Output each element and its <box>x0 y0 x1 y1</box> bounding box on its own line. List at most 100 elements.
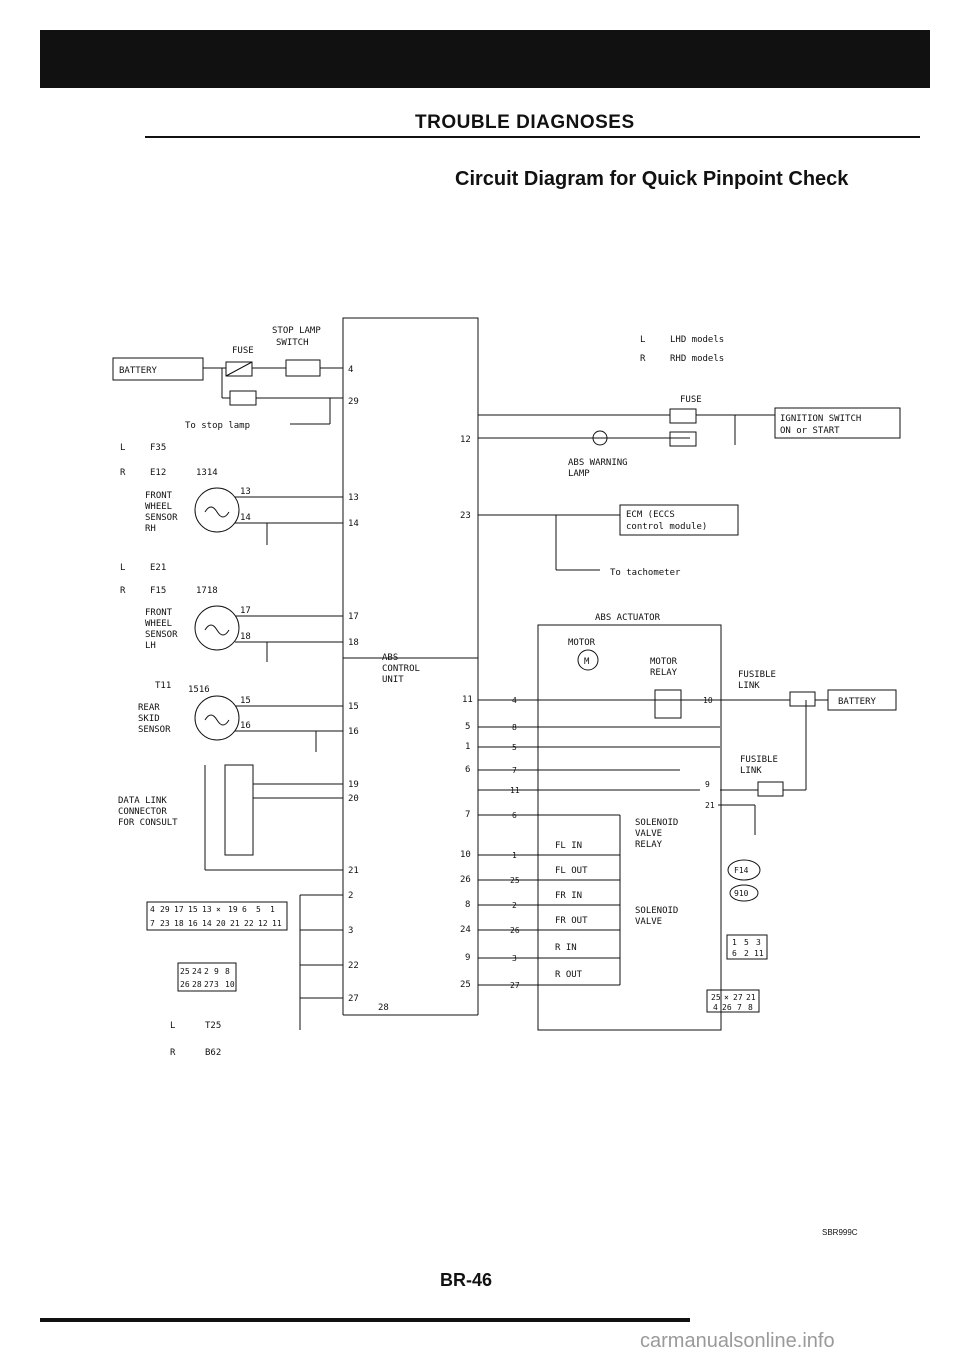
node-5: 5 <box>512 743 517 752</box>
valve-fr-out: FR OUT <box>555 916 588 926</box>
legend-l-symbol-1: L <box>120 443 125 453</box>
svg-text:21: 21 <box>230 919 240 928</box>
node-25: 25 <box>510 876 520 885</box>
ignition-label-1: IGNITION SWITCH <box>780 414 861 424</box>
abs-pin-26: 26 <box>460 875 471 885</box>
node-11: 11 <box>510 786 520 795</box>
svg-text:11: 11 <box>754 949 764 958</box>
abs-pin-14: 14 <box>348 519 359 529</box>
legend-r-symbol-3: R <box>170 1048 176 1058</box>
abs-pin-21: 21 <box>348 866 359 876</box>
pin-box-1: 1 5 3 6 2 11 <box>732 938 764 958</box>
svg-text:27: 27 <box>204 980 214 989</box>
svg-text:28: 28 <box>192 980 202 989</box>
abs-control-unit-box <box>342 317 479 659</box>
solenoid-relay-label-1: SOLENOID <box>635 818 678 828</box>
abs-pin-28: 28 <box>378 1003 389 1013</box>
front-lh-label-3: SENSOR <box>145 630 178 640</box>
relay-pin-21: 21 <box>705 801 715 810</box>
abs-pin-27: 27 <box>348 994 359 1004</box>
svg-text:27: 27 <box>733 993 743 1002</box>
front-rh-label-1: FRONT <box>145 491 173 501</box>
legend-rhd: RHD models <box>670 354 724 364</box>
svg-text:24: 24 <box>192 967 202 976</box>
front-rh-label-4: RH <box>145 524 156 534</box>
node-27: 27 <box>510 981 520 990</box>
page-number: BR-46 <box>440 1270 493 1290</box>
connector-e21: E21 <box>150 563 166 573</box>
valve-fl-out: FL OUT <box>555 866 588 876</box>
fusible-link-label-1b: LINK <box>738 681 760 691</box>
abs-pin-15: 15 <box>348 702 359 712</box>
svg-text:×: × <box>724 993 729 1002</box>
abs-actuator-box <box>537 624 722 1031</box>
svg-text:19: 19 <box>228 905 238 914</box>
fuse-label: FUSE <box>232 346 254 356</box>
legend-r-symbol-1: R <box>120 468 126 478</box>
svg-text:6: 6 <box>242 905 247 914</box>
svg-text:14: 14 <box>202 919 212 928</box>
sensor-pin-14: 14 <box>240 513 251 523</box>
abs-unit-label-1: ABS <box>382 653 398 663</box>
svg-text:15: 15 <box>188 905 198 914</box>
fusible-link-label-2a: FUSIBLE <box>740 755 778 765</box>
page-title: TROUBLE DIAGNOSES <box>415 112 635 133</box>
abs-pin-29: 29 <box>348 397 359 407</box>
abs-pin-1: 1 <box>465 742 470 752</box>
pin-box-2: 25 × 27 21 4 26 7 8 <box>711 993 756 1012</box>
connector-b62: B62 <box>205 1048 221 1058</box>
svg-text:9: 9 <box>214 967 219 976</box>
svg-text:5: 5 <box>256 905 261 914</box>
svg-text:10: 10 <box>225 980 235 989</box>
header-black-bar <box>40 30 930 88</box>
abs-pin-4: 4 <box>348 365 353 375</box>
abs-pin-11: 11 <box>462 695 473 705</box>
svg-text:2: 2 <box>744 949 749 958</box>
svg-text:16: 16 <box>188 919 198 928</box>
abs-pin-13: 13 <box>348 493 359 503</box>
node-7: 7 <box>512 766 517 775</box>
solenoid-relay-label-3: RELAY <box>635 840 663 850</box>
svg-text:3: 3 <box>756 938 761 947</box>
relay-pin-9: 9 <box>705 780 710 789</box>
abs-pin-5: 5 <box>465 722 470 732</box>
valve-r-in: R IN <box>555 943 577 953</box>
svg-text:×: × <box>216 905 221 914</box>
motor-label: MOTOR <box>568 638 596 648</box>
abs-pin-10: 10 <box>460 850 471 860</box>
svg-text:20: 20 <box>216 919 226 928</box>
svg-text:8: 8 <box>225 967 230 976</box>
node-6: 6 <box>512 811 517 820</box>
motor-relay-label-1: MOTOR <box>650 657 678 667</box>
connector-t11: T11 <box>155 681 171 691</box>
diagram-subtitle: Circuit Diagram for Quick Pinpoint Check <box>455 168 849 190</box>
motor-relay-label-2: RELAY <box>650 668 678 678</box>
svg-text:8: 8 <box>748 1003 753 1012</box>
sensor-pin-13: 13 <box>240 487 251 497</box>
motor-symbol: M <box>584 657 590 667</box>
svg-text:2: 2 <box>204 967 209 976</box>
connector-t25: T25 <box>205 1021 221 1031</box>
svg-text:1: 1 <box>732 938 737 947</box>
stop-lamp-label-1: STOP LAMP <box>272 326 321 336</box>
stop-lamp-label-2: SWITCH <box>276 338 309 348</box>
data-link-label-3: FOR CONSULT <box>118 818 178 828</box>
header-rule <box>145 136 920 138</box>
abs-pin-6: 6 <box>465 765 470 775</box>
svg-text:7: 7 <box>737 1003 742 1012</box>
front-lh-label-4: LH <box>145 641 156 651</box>
abs-pin-7: 7 <box>465 810 470 820</box>
rear-label-2: SKID <box>138 714 160 724</box>
svg-text:13: 13 <box>202 905 212 914</box>
svg-text:18: 18 <box>174 919 184 928</box>
abs-pin-19: 19 <box>348 780 359 790</box>
abs-pin-17: 17 <box>348 612 359 622</box>
node-26: 26 <box>510 926 520 935</box>
fusible-link-label-2b: LINK <box>740 766 762 776</box>
sensor-pin-16: 16 <box>240 721 251 731</box>
abs-pin-2: 2 <box>348 891 353 901</box>
actuator-label: ABS ACTUATOR <box>595 613 661 623</box>
abs-pin-12: 12 <box>460 435 471 445</box>
solenoid-valve-label-2: VALVE <box>635 917 662 927</box>
